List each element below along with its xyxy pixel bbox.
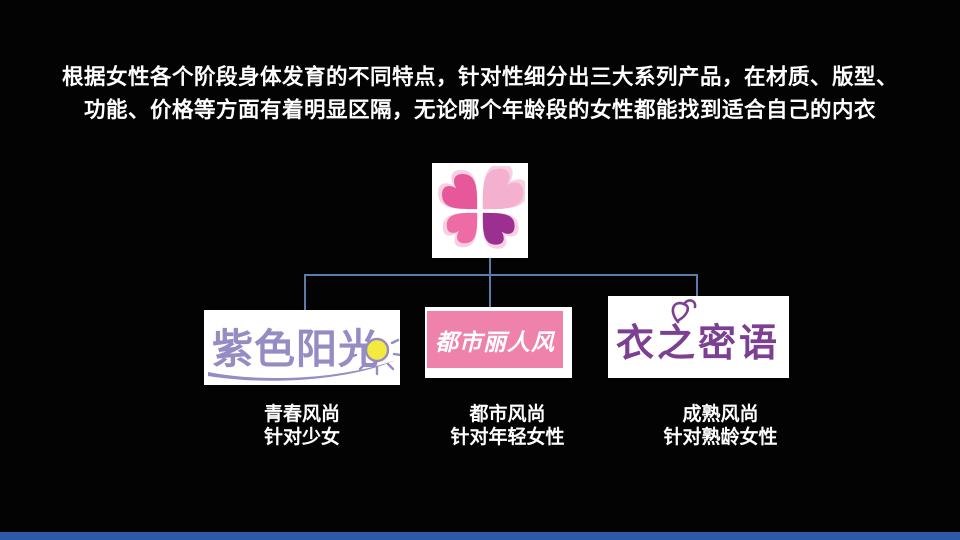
caption-brand3-line2: 针对熟龄女性 — [663, 427, 778, 448]
slide-title: 根据女性各个阶段身体发育的不同特点，针对性细分出三大系列产品，在材质、版型、 功… — [0, 61, 960, 127]
parent-brand-logo — [432, 163, 528, 258]
connector-horizontal — [304, 274, 698, 276]
caption-brand2-line1: 都市风尚 — [469, 404, 546, 425]
sun-icon — [364, 337, 390, 363]
connector-root-stem — [489, 257, 491, 275]
slide-title-line1: 根据女性各个阶段身体发育的不同特点，针对性细分出三大系列产品，在材质、版型、 — [61, 65, 898, 89]
caption-brand3-line1: 成熟风尚 — [682, 404, 759, 425]
slide-title-line2: 功能、价格等方面有着明显区隔，无论哪个年龄段的女性都能找到适合自己的内衣 — [83, 98, 876, 122]
purple-sunshine-logo-art: 紫色阳光 — [208, 326, 400, 381]
brand2-logo-text: 都市丽人风 — [435, 329, 555, 355]
caption-brand3: 成熟风尚 针对熟龄女性 — [628, 403, 813, 449]
figure-flourish-icon — [671, 299, 697, 324]
brand1-logo-text: 紫色阳光 — [212, 326, 380, 372]
brand-logo-secret-whisper: 衣之密语 — [608, 296, 789, 378]
caption-brand1-line1: 青春风尚 — [263, 404, 340, 425]
connector-drop-left — [304, 274, 306, 311]
brand-logo-urban-beauty: 都市丽人风 — [425, 307, 572, 378]
bottom-accent-bar — [0, 532, 960, 540]
caption-brand2-line2: 针对年轻女性 — [450, 427, 565, 448]
caption-brand1: 青春风尚 针对少女 — [204, 403, 400, 449]
connector-drop-center — [489, 274, 491, 308]
sun-rays-icon — [348, 338, 400, 376]
brand3-logo-text: 衣之密语 — [616, 323, 780, 365]
brand-logo-purple-sunshine: 紫色阳光 — [204, 310, 400, 385]
swoosh-underline — [208, 360, 396, 381]
secret-whisper-logo-art: 衣之密语 — [616, 299, 780, 365]
four-heart-clover-icon — [435, 165, 525, 254]
urban-beauty-pink-panel: 都市丽人风 — [427, 311, 563, 368]
caption-brand1-line2: 针对少女 — [263, 427, 340, 448]
caption-brand2: 都市风尚 针对年轻女性 — [415, 403, 600, 449]
connector-drop-right — [696, 274, 698, 297]
